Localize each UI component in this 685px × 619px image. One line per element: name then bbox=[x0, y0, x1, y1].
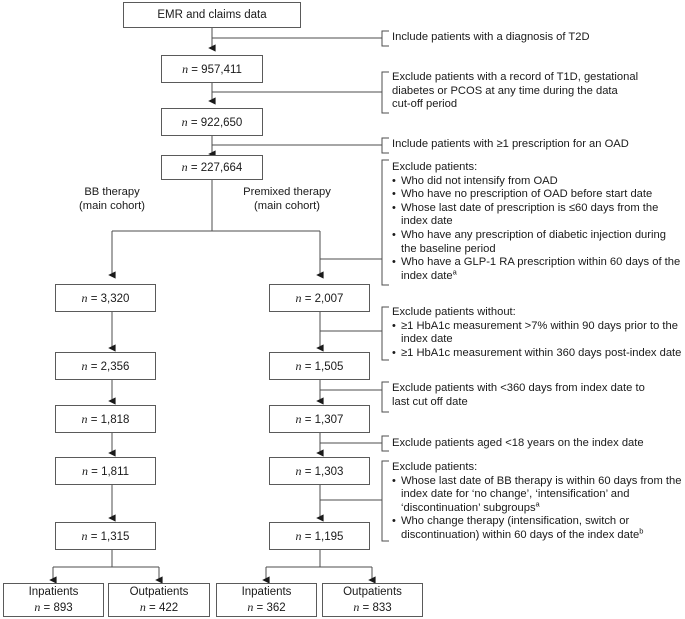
branch-label-left-line2: (main cohort) bbox=[79, 199, 145, 212]
note-8-item-superscript: b bbox=[639, 526, 644, 536]
note-4-header: Exclude patients: bbox=[392, 161, 478, 173]
note-6-line2: last cut off date bbox=[392, 395, 468, 408]
note-8-list: Whose last date of BB therapy is within … bbox=[392, 475, 684, 543]
node-n3-value: n = 227,664 bbox=[181, 160, 243, 174]
note-2-line1: Exclude patients with a record of T1D, g… bbox=[392, 71, 639, 83]
node-right-5: n = 1,195 bbox=[269, 522, 370, 550]
node-right-2: n = 1,505 bbox=[269, 352, 370, 380]
node-left-1-value: n = 3,320 bbox=[81, 290, 130, 305]
node-source-label: EMR and claims data bbox=[157, 8, 267, 21]
note-7-text: Exclude patients aged <18 years on the i… bbox=[392, 437, 644, 449]
node-right-3: n = 1,307 bbox=[269, 405, 370, 433]
note-8: Exclude patients: Whose last date of BB … bbox=[392, 461, 684, 543]
note-4-item-text: Who have any prescription of diabetic in… bbox=[401, 228, 666, 255]
note-1: Include patients with a diagnosis of T2D bbox=[392, 31, 682, 45]
node-left-4-value: n = 1,811 bbox=[81, 463, 130, 478]
branch-label-right: Premixed therapy (main cohort) bbox=[222, 186, 352, 213]
note-4-list: Who did not intensify from OAD Who have … bbox=[392, 175, 684, 284]
node-left-outpatients-label: Outpatients bbox=[129, 586, 189, 599]
node-right-5-value: n = 1,195 bbox=[295, 528, 344, 543]
note-4-item: Who did not intensify from OAD bbox=[392, 175, 684, 189]
node-left-2-value: n = 2,356 bbox=[81, 358, 130, 373]
note-5: Exclude patients without: ≥1 HbA1c measu… bbox=[392, 306, 684, 360]
node-n2-value: n = 922,650 bbox=[181, 114, 243, 129]
node-left-3-value: n = 1,818 bbox=[81, 411, 130, 426]
note-7: Exclude patients aged <18 years on the i… bbox=[392, 437, 684, 451]
node-left-1: n = 3,320 bbox=[55, 284, 156, 312]
node-left-5-value: n = 1,315 bbox=[81, 528, 130, 543]
note-3: Include patients with ≥1 prescription fo… bbox=[392, 138, 682, 152]
note-5-header: Exclude patients without: bbox=[392, 306, 516, 318]
node-left-5: n = 1,315 bbox=[55, 522, 156, 550]
note-8-header: Exclude patients: bbox=[392, 461, 478, 473]
note-8-item-text: Who change therapy (intensification, swi… bbox=[401, 515, 640, 541]
note-8-item-superscript: a bbox=[535, 499, 540, 509]
node-right-outpatients: Outpatients n = 833 bbox=[322, 583, 423, 617]
node-n1: n = 957,411 bbox=[161, 55, 263, 83]
note-5-item: ≥1 HbA1c measurement within 360 days pos… bbox=[392, 347, 684, 361]
node-right-2-value: n = 1,505 bbox=[295, 358, 344, 373]
note-4-item: Who have no prescription of OAD before s… bbox=[392, 188, 684, 202]
node-left-2: n = 2,356 bbox=[55, 352, 156, 380]
node-right-inpatients: Inpatients n = 362 bbox=[216, 583, 317, 617]
note-4: Exclude patients: Who did not intensify … bbox=[392, 161, 684, 283]
node-left-3: n = 1,818 bbox=[55, 405, 156, 433]
node-left-inpatients-value: n = 893 bbox=[34, 599, 73, 614]
branch-label-left: BB therapy (main cohort) bbox=[60, 186, 164, 213]
note-1-text: Include patients with a diagnosis of T2D bbox=[392, 31, 590, 43]
node-right-inpatients-value: n = 362 bbox=[247, 599, 286, 614]
branch-label-right-line1: Premixed therapy bbox=[243, 186, 331, 198]
node-left-inpatients-label: Inpatients bbox=[28, 586, 79, 599]
node-source: EMR and claims data bbox=[123, 2, 301, 28]
note-2-line2: diabetes or PCOS at any time during the … bbox=[392, 84, 618, 97]
note-3-text: Include patients with ≥1 prescription fo… bbox=[392, 138, 629, 150]
node-right-3-value: n = 1,307 bbox=[295, 411, 344, 426]
node-right-4-value: n = 1,303 bbox=[295, 463, 344, 478]
node-right-1-value: n = 2,007 bbox=[295, 290, 344, 305]
node-right-4: n = 1,303 bbox=[269, 457, 370, 485]
note-4-item-text: Who have a GLP-1 RA prescription within … bbox=[401, 256, 681, 282]
node-right-outpatients-label: Outpatients bbox=[343, 586, 402, 599]
node-n1-value: n = 957,411 bbox=[182, 61, 242, 76]
note-6: Exclude patients with <360 days from ind… bbox=[392, 382, 684, 409]
note-4-item: Who have any prescription of diabetic in… bbox=[392, 229, 684, 256]
note-4-item-superscript: a bbox=[452, 267, 457, 277]
node-n3: n = 227,664 bbox=[161, 155, 263, 180]
node-n2: n = 922,650 bbox=[161, 108, 263, 136]
note-4-item: Whose last date of prescription is ≤60 d… bbox=[392, 202, 684, 229]
note-2-line3: cut-off period bbox=[392, 98, 458, 111]
node-right-outpatients-value: n = 833 bbox=[353, 599, 392, 614]
note-8-item: Who change therapy (intensification, swi… bbox=[392, 515, 684, 542]
note-5-item: ≥1 HbA1c measurement >7% within 90 days … bbox=[392, 320, 684, 347]
node-left-outpatients: Outpatients n = 422 bbox=[108, 583, 210, 617]
node-left-4: n = 1,811 bbox=[55, 457, 156, 485]
note-6-line1: Exclude patients with <360 days from ind… bbox=[392, 382, 645, 394]
branch-label-left-line1: BB therapy bbox=[84, 186, 140, 198]
node-right-1: n = 2,007 bbox=[269, 284, 370, 312]
note-4-item: Who have a GLP-1 RA prescription within … bbox=[392, 256, 684, 283]
note-2: Exclude patients with a record of T1D, g… bbox=[392, 71, 684, 112]
node-left-outpatients-value: n = 422 bbox=[139, 599, 179, 614]
note-8-item-text: Whose last date of BB therapy is within … bbox=[401, 474, 682, 514]
note-4-item-text: Whose last date of prescription is ≤60 d… bbox=[401, 201, 659, 228]
node-left-inpatients: Inpatients n = 893 bbox=[3, 583, 104, 617]
note-8-item: Whose last date of BB therapy is within … bbox=[392, 475, 684, 516]
note-5-list: ≥1 HbA1c measurement >7% within 90 days … bbox=[392, 320, 684, 361]
node-right-inpatients-label: Inpatients bbox=[241, 586, 292, 599]
branch-label-right-line2: (main cohort) bbox=[254, 199, 320, 212]
